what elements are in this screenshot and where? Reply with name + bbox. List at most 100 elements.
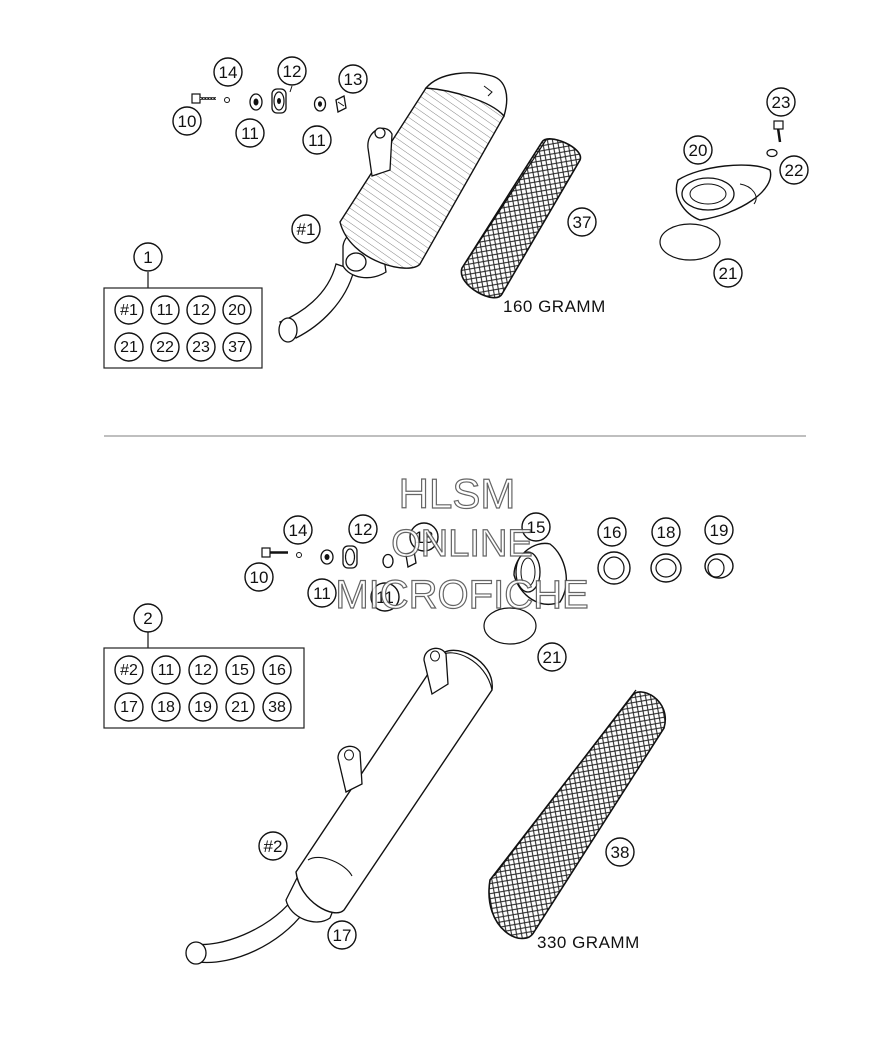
callout-bottom-c13-circle xyxy=(409,522,439,552)
kit-2-item: 21 xyxy=(225,692,255,722)
kit-2-item-text: 11 xyxy=(158,662,175,679)
rubber-bushing-top xyxy=(249,88,347,114)
callout-bottom-c12-text: 12 xyxy=(354,520,373,539)
washer-22-top xyxy=(766,148,778,158)
kit-2-item: 18 xyxy=(151,692,181,722)
kit-2-item-circle xyxy=(151,692,181,722)
callout-top-c1-text: #1 xyxy=(297,220,316,239)
callout-top-c11b-circle xyxy=(302,125,332,155)
kit-1-item-text: 22 xyxy=(156,339,174,356)
callout-top-c13-circle xyxy=(338,64,368,94)
ring-16 xyxy=(597,551,631,585)
callout-bottom-c11a-circle xyxy=(307,578,337,608)
top-callouts: 14 12 13 10 11 11 23 20 22 #1 37 21 xyxy=(172,56,809,288)
bolt-10-top xyxy=(191,93,216,104)
silencer-1 xyxy=(278,72,508,343)
callout-bottom-c10-circle xyxy=(244,562,274,592)
kit-2-item-circle xyxy=(114,692,144,722)
callout-top-c21-text: 21 xyxy=(719,264,738,283)
kit-1-item-circle xyxy=(186,295,216,325)
callout-top-c11a-text: 11 xyxy=(241,124,259,143)
kit-2-item: #2 xyxy=(114,655,144,685)
callout-top-c12-circle xyxy=(277,56,307,86)
callout-bottom-c12: 12 xyxy=(348,514,378,544)
kit-2-item: 38 xyxy=(262,692,292,722)
kit-2-item-text: 38 xyxy=(268,699,286,716)
kit-2-item-circle xyxy=(225,692,255,722)
callout-bottom-c14-circle xyxy=(283,515,313,545)
callout-bottom-c21-text: 21 xyxy=(543,648,562,667)
kit-1-item-text: 20 xyxy=(228,302,246,319)
callout-top-c37-text: 37 xyxy=(573,213,592,232)
kit-2-item-text: 21 xyxy=(231,699,249,716)
kit-number-2-text: 2 xyxy=(143,609,152,628)
callout-top-c10: 10 xyxy=(172,106,202,136)
kit-2-item: 17 xyxy=(114,692,144,722)
kit-number-2: 2 xyxy=(133,603,163,633)
kit-1-item: #1 xyxy=(114,295,144,325)
weight-label-top: 160 GRAMM xyxy=(503,297,606,316)
kit-2-item-text: #2 xyxy=(120,662,138,679)
callout-bottom-c19-text: 19 xyxy=(710,521,729,540)
callout-bottom-c16-circle xyxy=(597,517,627,547)
kit-2-item-text: 16 xyxy=(268,662,286,679)
kit-1-item: 23 xyxy=(186,332,216,362)
callout-bottom-c11b-text: 11 xyxy=(376,588,394,607)
watermark-line-1: HLSM xyxy=(399,470,516,517)
callout-top-c14: 14 xyxy=(213,57,243,87)
callout-top-c14-circle xyxy=(213,57,243,87)
callout-bottom-c21-circle xyxy=(537,642,567,672)
callout-bottom-c14-text: 14 xyxy=(289,521,308,540)
washer-14-bottom xyxy=(296,552,302,558)
callout-bottom-c13: 13 xyxy=(409,522,439,552)
kit-1-item: 20 xyxy=(222,295,252,325)
kit-2-item-circle xyxy=(225,655,255,685)
kit-2-item-text: 18 xyxy=(157,699,175,716)
bolt-10-bottom xyxy=(261,547,288,558)
kit-1-item: 22 xyxy=(150,332,180,362)
kit-2-item-circle xyxy=(262,692,292,722)
kit-2-item: 11 xyxy=(151,655,181,685)
callout-top-c1: #1 xyxy=(291,214,321,244)
callout-top-c37-circle xyxy=(567,207,597,237)
kit-1-item-text: 21 xyxy=(120,339,138,356)
gasket-21-bottom xyxy=(483,607,537,645)
callout-bottom-c13-text: 13 xyxy=(415,528,434,547)
kit-1-item-text: #1 xyxy=(120,302,138,319)
callout-bottom-c10-text: 10 xyxy=(250,568,269,587)
kit-2-item-circle xyxy=(114,655,144,685)
packing-38 xyxy=(488,689,667,940)
callout-top-c11b-text: 11 xyxy=(308,131,326,150)
callout-top-c23-circle xyxy=(766,87,796,117)
callout-top-c12: 12 xyxy=(277,56,307,86)
kit-1-item-circle xyxy=(114,295,144,325)
end-cap-15 xyxy=(513,542,567,605)
kit-1-item: 21 xyxy=(114,332,144,362)
ring-18 xyxy=(650,553,682,583)
callout-bottom-c12-circle xyxy=(348,514,378,544)
kit-2-item: 16 xyxy=(262,655,292,685)
callout-bottom-c38-circle xyxy=(605,837,635,867)
gasket-21-top xyxy=(659,223,721,261)
kit-1-item-text: 12 xyxy=(192,302,210,319)
kit-number-1-text: 1 xyxy=(143,248,152,267)
callout-top-c13-text: 13 xyxy=(344,70,363,89)
callout-top-c20: 20 xyxy=(683,135,713,165)
callout-bottom-c38: 38 xyxy=(605,837,635,867)
washer-14-top xyxy=(224,97,230,103)
callout-bottom-c19: 19 xyxy=(704,515,734,545)
rubber-bushing-bottom xyxy=(320,545,417,569)
callout-top-c22: 22 xyxy=(779,155,809,185)
callout-top-c23: 23 xyxy=(766,87,796,117)
callout-bottom-c2-text: #2 xyxy=(264,837,283,856)
callout-bottom-c17-circle xyxy=(327,920,357,950)
callout-top-c13: 13 xyxy=(338,64,368,94)
watermark-line-2: ONLINE xyxy=(391,523,532,565)
callout-top-c21-circle xyxy=(713,258,743,288)
callout-bottom-c11b-circle xyxy=(370,582,400,612)
kit-2-item: 12 xyxy=(188,655,218,685)
callout-top-c37: 37 xyxy=(567,207,597,237)
